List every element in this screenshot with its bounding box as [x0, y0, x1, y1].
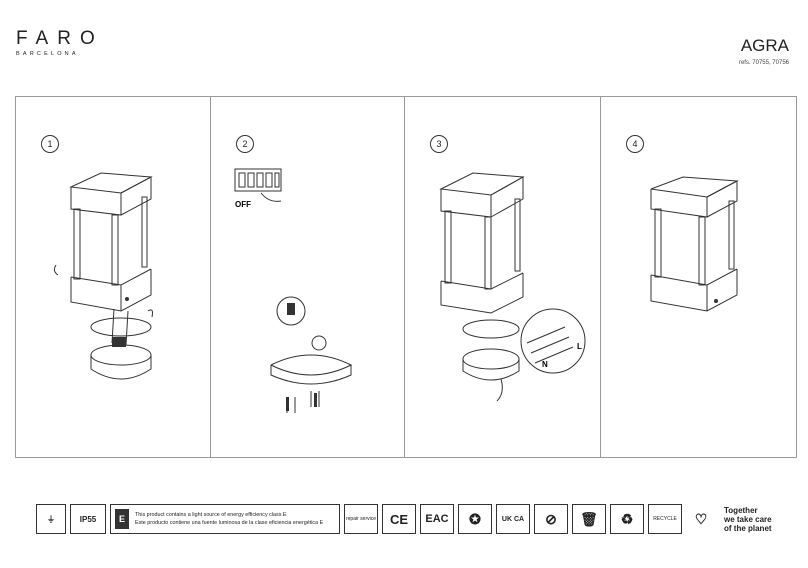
switch-off-label: OFF [235, 200, 251, 209]
brand-city: BARCELONA [16, 51, 79, 57]
wire-label-n: N [542, 360, 548, 369]
step-2-panel: 2 OFF [210, 97, 405, 457]
instruction-panels: 1 2 [15, 96, 797, 458]
brand-name: FARO [16, 28, 104, 49]
recycle-box-icon: RECYCLE [648, 504, 682, 534]
step-number: 3 [430, 135, 448, 153]
energy-class-label: E This product contains a light source o… [110, 504, 340, 534]
footer-certifications: ⏚ IP55 E This product contains a light s… [36, 503, 772, 535]
energy-text-es: Este producto contiene una fuente lumino… [135, 520, 324, 526]
planet-slogan-line: Together [724, 505, 758, 515]
repair-service-icon: repair service [344, 504, 378, 534]
step-number: 4 [626, 135, 644, 153]
step-1-illustration [53, 172, 153, 380]
product-title: AGRA [740, 36, 789, 55]
step-4-panel: 4 [600, 97, 797, 457]
planet-heart-icon: ♡ [694, 510, 708, 527]
no-lamp-icon: ⊘ [534, 504, 568, 534]
step-4-illustration [650, 176, 739, 312]
ce-mark-icon: CE [382, 504, 416, 534]
weee-bin-icon: 🗑 [572, 504, 606, 534]
product-refs: refs. 70755, 70756 [738, 60, 789, 66]
energy-text-en: This product contains a light source of … [135, 512, 287, 518]
planet-slogan: Together we take care of the planet [724, 506, 772, 533]
recycling-icon: ♻ [610, 504, 644, 534]
wire-label-l: L [577, 342, 582, 351]
energy-class-badge: E [115, 509, 129, 529]
eac-mark-icon: EAC [420, 504, 454, 534]
planet-slogan-line: of the planet [724, 523, 772, 533]
step-1-panel: 1 [16, 97, 210, 457]
ground-symbol-icon: ⏚ [36, 504, 66, 534]
brand-logo: FARO BARCELONA [16, 28, 104, 57]
ukca-mark-icon: UK CA [496, 504, 530, 534]
step-2-illustration: OFF [234, 168, 353, 413]
planet-slogan-line: we take care [724, 514, 772, 524]
ip-rating-badge: IP55 [70, 504, 106, 534]
step-3-illustration: N L [439, 172, 586, 402]
step-3-panel: 3 N L [404, 97, 601, 457]
compliance-mark-icon: ✪ [458, 504, 492, 534]
step-number: 2 [236, 135, 254, 153]
step-number: 1 [41, 135, 59, 153]
